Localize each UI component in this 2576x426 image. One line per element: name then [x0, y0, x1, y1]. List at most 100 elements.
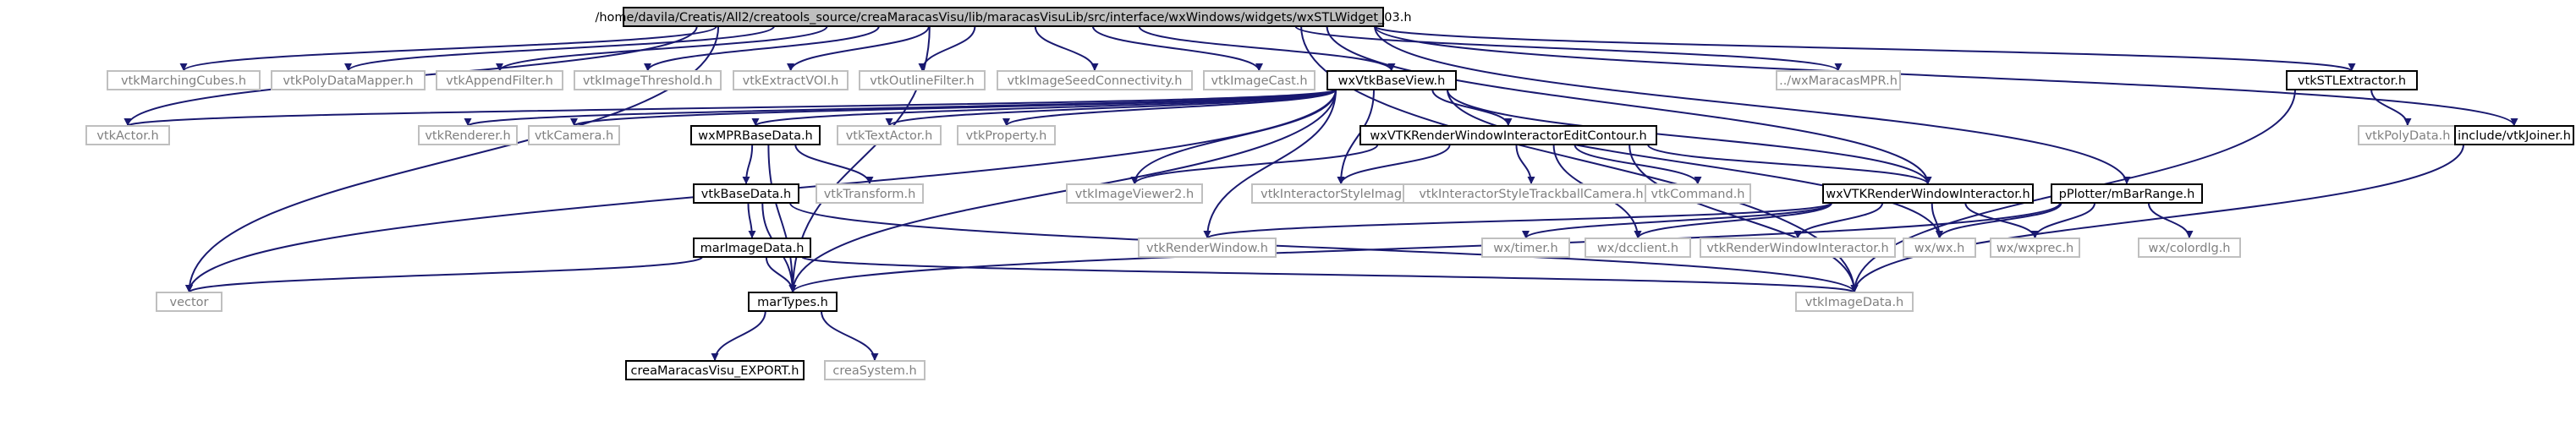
edge-root-to-vtkJoiner — [1374, 25, 2518, 127]
node-box — [859, 70, 986, 90]
node-label: /home/davila/Creatis/All2/creatools_sour… — [595, 11, 1411, 25]
node-vtkRenderer: vtkRenderer.h — [418, 125, 518, 145]
node-wxMaracasMPR: ../wxMaracasMPR.h — [1776, 70, 1901, 90]
edge-root-to-vtkImageCast — [1091, 25, 1263, 72]
node-vtkSTLExtractor[interactable]: vtkSTLExtractor.h — [2286, 70, 2418, 90]
node-root[interactable]: /home/davila/Creatis/All2/creatools_sour… — [595, 7, 1412, 27]
edge-marTypes-to-creaSystem — [820, 310, 879, 362]
edge-wxVTKRenderWindowInteractorEditContour-to-wxVTKRenderWindowInteractor — [1647, 144, 1932, 185]
edge-wxVtkBaseView-to-wxMPRBaseData — [751, 89, 1337, 127]
node-label: vtkSTLExtractor.h — [2298, 74, 2406, 88]
node-label: vtkImageSeedConnectivity.h — [1008, 74, 1183, 88]
edge-root-to-vtkImageThreshold — [644, 25, 880, 72]
nodes-layer: /home/davila/Creatis/All2/creatools_sour… — [85, 7, 2574, 380]
node-label: vtkExtractVOI.h — [743, 74, 839, 88]
edge-wxVtkBaseView-to-vtkTextActor — [885, 89, 1337, 127]
node-vtkBaseData[interactable]: vtkBaseData.h — [693, 183, 799, 204]
node-pPlotterMBarRange[interactable]: pPlotter/mBarRange.h — [2051, 183, 2203, 204]
node-vtkExtractVOI: vtkExtractVOI.h — [733, 70, 849, 90]
node-box — [837, 125, 942, 145]
node-wxMPRBaseData[interactable]: wxMPRBaseData.h — [690, 125, 821, 145]
node-label: marTypes.h — [757, 296, 828, 309]
edge-pPlotterMBarRange-to-wxcolordlg — [2147, 202, 2194, 239]
node-label: vtkCommand.h — [1651, 188, 1745, 201]
node-box — [156, 292, 222, 312]
node-wxVTKRenderWindowInteractorEditContour[interactable]: wxVTKRenderWindowInteractorEditContour.h — [1359, 125, 1657, 145]
node-vtkActor: vtkActor.h — [85, 125, 170, 145]
edge-root-to-pPlotterMBarRange — [1374, 25, 2131, 185]
node-label: vtkRenderWindowInteractor.h — [1706, 242, 1888, 255]
node-box — [733, 70, 849, 90]
node-box — [690, 125, 821, 145]
node-box — [1700, 238, 1896, 258]
node-label: vtkProperty.h — [966, 129, 1047, 143]
node-wxwxprec: wx/wxprec.h — [1990, 238, 2080, 258]
node-label: vtkBaseData.h — [701, 188, 791, 201]
edge-wxVTKRenderWindowInteractorEditContour-to-vtkImageData — [1629, 144, 1859, 293]
node-label: wxMPRBaseData.h — [698, 129, 813, 143]
node-label: vtkImageViewer2.h — [1075, 188, 1194, 201]
node-label: vtkAppendFilter.h — [446, 74, 553, 88]
edge-root-to-vtkMarchingCubes — [179, 25, 717, 72]
node-marImageData[interactable]: marImageData.h — [693, 238, 811, 258]
edge-wxVtkBaseView-to-wxVTKRenderWindowInteractor — [1447, 89, 1932, 185]
edge-wxVTKRenderWindowInteractor-to-wxtimer — [1522, 202, 1832, 239]
edge-wxVTKRenderWindowInteractorEditContour-to-vtkImageViewer2 — [1130, 144, 1379, 185]
node-vtkImageCast: vtkImageCast.h — [1203, 70, 1315, 90]
node-label: include/vtkJoiner.h — [2458, 129, 2571, 143]
node-label: creaSystem.h — [832, 364, 916, 378]
edge-root-to-vtkAppendFilter — [496, 25, 828, 72]
node-wxVTKRenderWindowInteractor[interactable]: wxVTKRenderWindowInteractor.h — [1822, 183, 2034, 204]
node-vtkRenderWindowInteractor: vtkRenderWindowInteractor.h — [1700, 238, 1896, 258]
node-wxwx: wx/wx.h — [1903, 238, 1976, 258]
node-label: vtkOutlineFilter.h — [870, 74, 975, 88]
node-label: vtkPolyDataMapper.h — [283, 74, 413, 88]
node-label: vtkCamera.h — [535, 129, 613, 143]
edge-vtkSTLExtractor-to-vtkPolyData — [2370, 89, 2412, 127]
node-box — [957, 125, 1056, 145]
node-label: wx/dcclient.h — [1597, 242, 1678, 255]
edge-vtkJoiner-to-vtkImageData — [1850, 144, 2464, 293]
edge-marTypes-to-creaMaracasVisuExport — [711, 310, 766, 362]
node-vtkRenderWindow: vtkRenderWindow.h — [1138, 238, 1277, 258]
node-box — [1326, 70, 1457, 90]
edge-root-to-wxVTKRenderWindowInteractor — [1326, 25, 1932, 185]
edge-marImageData-to-vector — [185, 256, 703, 293]
edge-pPlotterMBarRange-to-marTypes — [788, 202, 2061, 293]
node-label: wx/wxprec.h — [1997, 242, 2073, 255]
node-vtkPolyDataMapper: vtkPolyDataMapper.h — [271, 70, 426, 90]
node-label: wxVTKRenderWindowInteractor.h — [1826, 188, 2029, 201]
edge-wxMPRBaseData-to-vtkTransform — [794, 144, 874, 185]
edge-wxVtkBaseView-to-wxVTKRenderWindowInteractorEditContour — [1431, 89, 1513, 127]
node-label: vtkRenderer.h — [425, 129, 510, 143]
edge-wxMPRBaseData-to-marTypes — [767, 144, 797, 293]
node-vtkJoiner[interactable]: include/vtkJoiner.h — [2454, 125, 2574, 145]
node-box — [1795, 292, 1914, 312]
node-label: vtkPolyData.h — [2365, 129, 2451, 143]
node-box — [1645, 183, 1751, 204]
node-box — [625, 360, 805, 380]
node-wxVtkBaseView[interactable]: wxVtkBaseView.h — [1326, 70, 1457, 90]
edge-wxVTKRenderWindowInteractor-to-vtkRenderWindow — [1203, 202, 1832, 239]
node-creaSystem: creaSystem.h — [824, 360, 925, 380]
edge-root-to-vtkPolyDataMapper — [344, 25, 775, 72]
node-label: ../wxMaracasMPR.h — [1779, 74, 1898, 88]
node-marTypes[interactable]: marTypes.h — [748, 292, 838, 312]
node-box — [2138, 238, 2241, 258]
node-box — [623, 7, 1384, 27]
edge-wxVtkBaseView-to-vtkInteractorStyleImage — [1337, 89, 1375, 185]
node-box — [1776, 70, 1901, 90]
edge-wxVtkBaseView-to-marTypes — [788, 89, 1337, 293]
node-box — [816, 183, 924, 204]
node-label: vector — [170, 296, 209, 309]
node-label: vtkTransform.h — [824, 188, 916, 201]
node-vtkProperty: vtkProperty.h — [957, 125, 1056, 145]
node-vtkTransform: vtkTransform.h — [816, 183, 924, 204]
edge-root-to-vtkExtractVOI — [787, 25, 930, 72]
node-creaMaracasVisuExport[interactable]: creaMaracasVisu_EXPORT.h — [625, 360, 805, 380]
node-box — [1585, 238, 1691, 258]
node-box — [1990, 238, 2080, 258]
node-label: vtkActor.h — [96, 129, 158, 143]
edge-wxVtkBaseView-to-vtkActor — [124, 89, 1337, 127]
node-label: vtkTextActor.h — [846, 129, 933, 143]
